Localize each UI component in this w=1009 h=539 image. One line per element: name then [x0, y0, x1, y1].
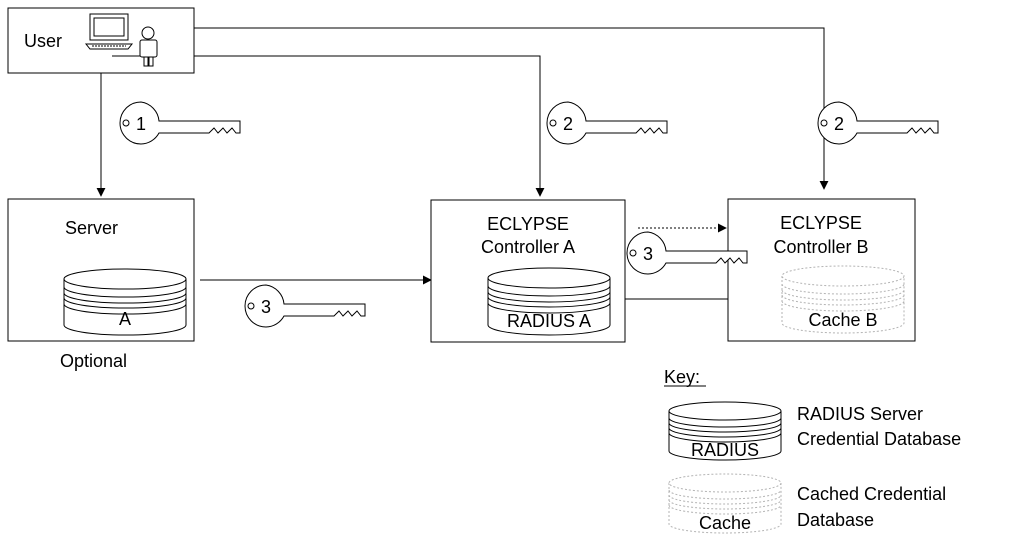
controller-b-title-line2: Controller B [773, 237, 868, 257]
controller-a-title-line1: ECLYPSE [487, 214, 569, 234]
server-title: Server [65, 218, 118, 238]
controller-a-title-line2: Controller A [481, 237, 575, 257]
key-icon-user-to-server: 1 [119, 101, 241, 145]
legend-cache-desc-line2: Database [797, 510, 874, 530]
person-icon [139, 26, 158, 67]
legend-radius-desc-line1: RADIUS Server [797, 404, 923, 424]
legend-cache-db-icon [668, 473, 782, 534]
key-number: 1 [136, 114, 146, 134]
database-radius-a-label: RADIUS A [507, 311, 591, 331]
key-number: 3 [643, 244, 653, 264]
connectors [96, 27, 829, 304]
computer-icon [84, 13, 140, 57]
key-number: 3 [261, 297, 271, 317]
key-number: 2 [563, 114, 573, 134]
database-cache-b-icon [781, 265, 905, 334]
key-icon-user-to-controller-b: 2 [817, 101, 939, 145]
database-a-label: A [119, 309, 131, 329]
legend-cache-desc-line1: Cached Credential [797, 484, 946, 504]
legend-radius-desc-line2: Credential Database [797, 429, 961, 449]
user-label: User [24, 31, 62, 51]
legend-radius-db-label: RADIUS [691, 440, 759, 460]
server-box: Server A [7, 198, 195, 342]
database-radius-a-icon [487, 267, 611, 336]
key-icon-controller-b-to-a: 3 [626, 231, 748, 275]
legend-cache-db-label: Cache [699, 513, 751, 533]
key-number: 2 [834, 114, 844, 134]
controller-a-box: ECLYPSE Controller A RADIUS A [430, 199, 626, 343]
arrow-user-to-controller-a [194, 55, 545, 197]
legend-heading: Key: [664, 367, 700, 387]
arrow-user-to-controller-b [194, 27, 829, 190]
legend: Key: RADIUS RADIUS Server Credential Dat… [664, 367, 961, 534]
server-optional-note: Optional [60, 351, 127, 371]
user-box: User [7, 7, 195, 74]
key-icon-user-to-controller-a: 2 [546, 101, 668, 145]
controller-b-title-line1: ECLYPSE [780, 213, 862, 233]
database-a-icon [63, 268, 187, 336]
controller-b-box: ECLYPSE Controller B Cache B [727, 198, 916, 342]
legend-radius-db-icon [668, 401, 782, 461]
key-icon-server-to-controller-a: 3 [244, 284, 366, 328]
database-cache-b-label: Cache B [808, 310, 877, 330]
